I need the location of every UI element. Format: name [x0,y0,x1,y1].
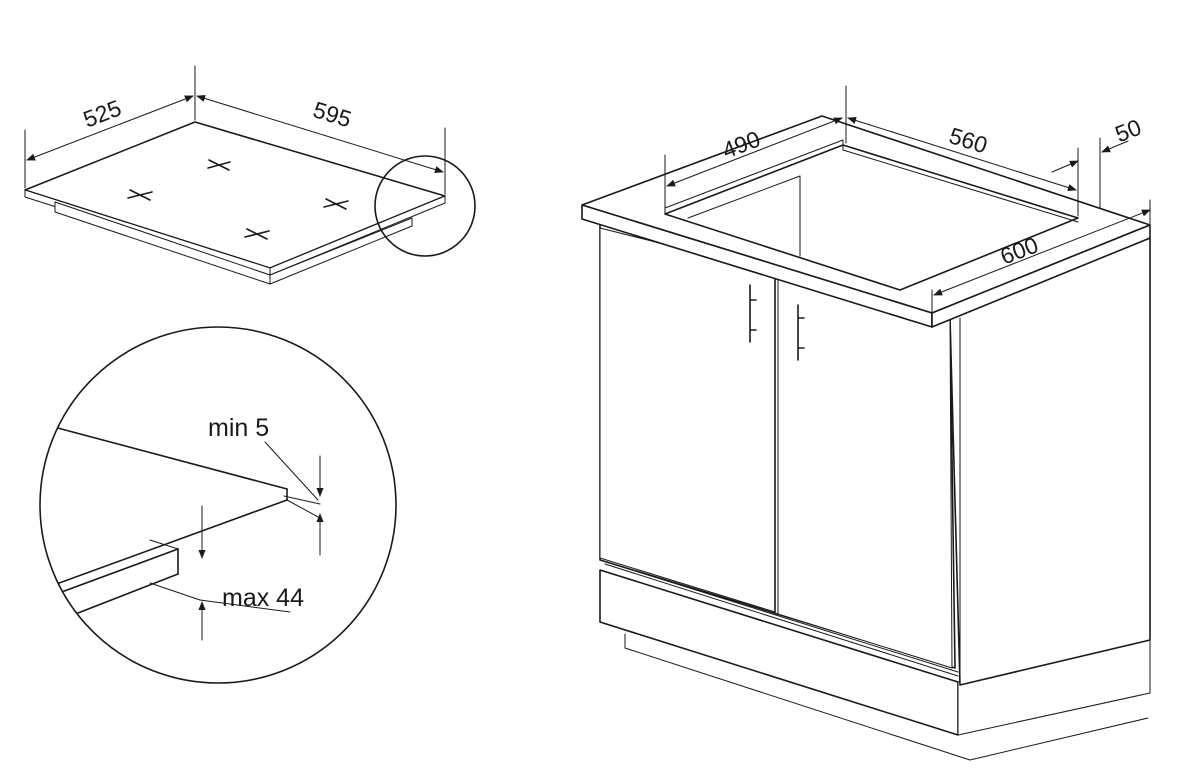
hob-glass-right-edge [269,195,446,276]
max-leader-line [199,599,291,613]
hob-body-bottom [59,573,179,621]
zone-marker-right [323,198,349,210]
hob-body-top-edge [149,539,179,550]
min-reference-line [286,499,321,519]
hob-body-right [269,217,413,285]
rear-offset-arrow-left [1051,160,1079,173]
rear-offset-arrow-right [1101,140,1129,153]
plinth-recess-side [969,717,1149,761]
zone-marker-front [244,228,270,240]
hob-bottom-reference-line [149,582,201,601]
bottom-rail [599,559,959,673]
door-right [777,272,953,669]
detail-circle-outline [39,326,397,684]
worktop-depth-dimension-line [933,209,1151,296]
max-label: max 44 [222,584,304,612]
hob-depth-label: 525 [80,95,125,133]
hob-width-label: 595 [310,96,354,132]
plinth-recess-bottom [624,647,971,761]
zone-marker-left [127,189,153,201]
edge-detail: min 5 max 44 [39,326,397,684]
min-label: min 5 [208,414,269,442]
door-left [599,227,776,613]
cutout-width-dimension-line [847,117,1077,191]
hob-glass-top [24,121,446,269]
cutout-depth-dimension-line [666,117,843,187]
worktop-top-edge [40,417,288,490]
hob-depth-dimension-line [26,95,194,161]
cabinet-illustration: 490 560 50 600 [581,85,1151,761]
cutout-width-label: 560 [946,122,990,158]
glass-reference-line [283,495,321,505]
min-leader-line [264,441,319,501]
rear-offset-label: 50 [1112,114,1145,147]
hob-illustration: 525 595 [24,65,476,285]
hob-width-dimension-line [196,94,444,174]
door-handles [749,284,805,361]
worktop-bottom-edge [40,548,179,601]
worktop-lower-edge [40,499,288,591]
